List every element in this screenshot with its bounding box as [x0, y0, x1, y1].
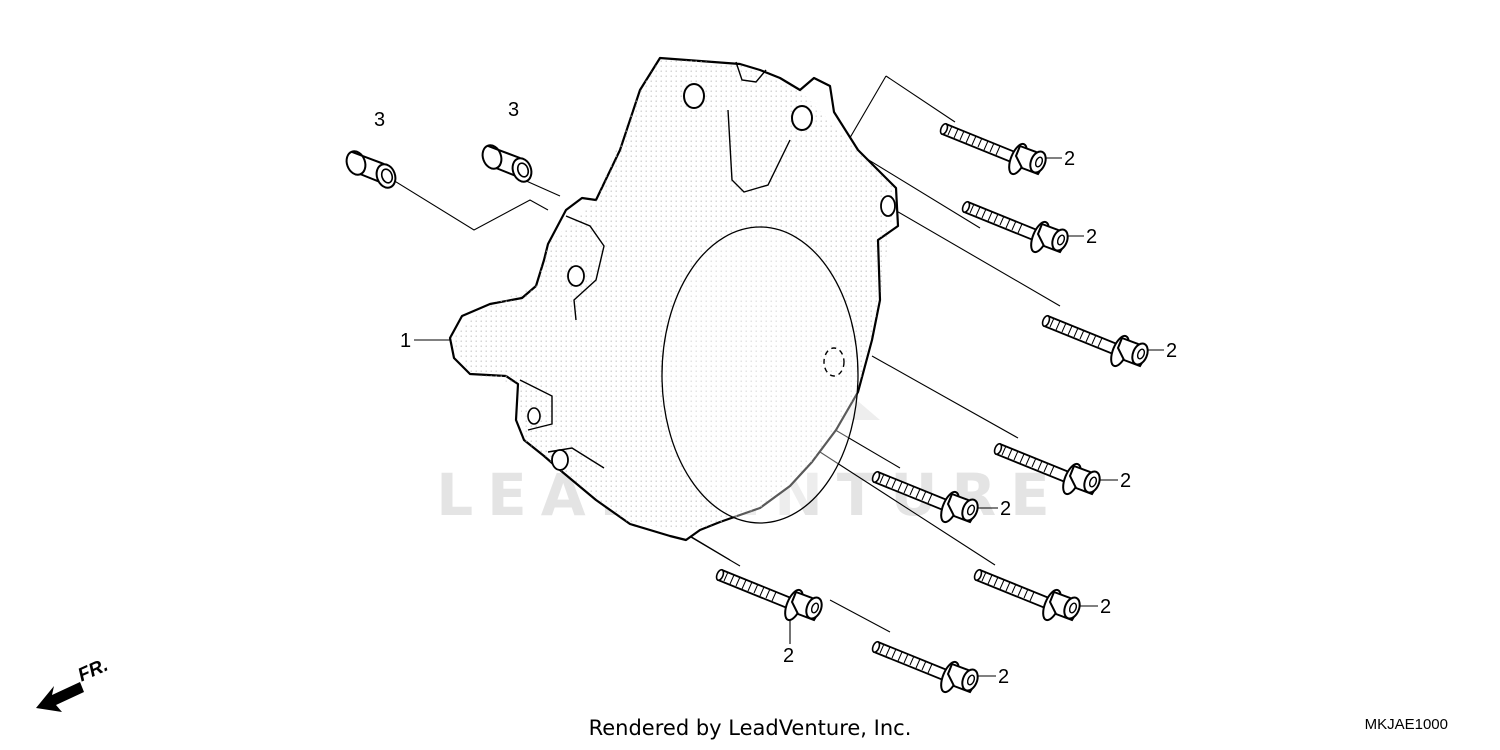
callout-bolt-7: 2 [783, 645, 794, 667]
flange-bolt-7[interactable] [714, 567, 826, 624]
callout-bolt-3: 2 [1166, 340, 1177, 362]
callout-dowel-right: 3 [508, 99, 519, 121]
flange-bolt-6[interactable] [972, 567, 1084, 624]
diagram-code: MKJAE1000 [1364, 716, 1448, 733]
callout-bolt-1: 2 [1064, 148, 1075, 170]
render-credit: Rendered by LeadVenture, Inc. [588, 716, 912, 740]
flange-bolt-8[interactable] [870, 639, 982, 696]
callout-bolt-8: 2 [998, 666, 1009, 688]
callout-bolt-6: 2 [1100, 596, 1111, 618]
dowel-pin-right[interactable] [478, 141, 536, 186]
callout-bolt-2: 2 [1086, 226, 1097, 248]
callouts: 1 3 3 2 2 2 2 2 2 2 2 [374, 99, 1177, 688]
flange-bolt-2[interactable] [960, 199, 1072, 256]
callout-cover: 1 [400, 330, 411, 352]
callout-dowel-left: 3 [374, 109, 385, 131]
generator-cover[interactable] [448, 56, 900, 542]
callout-bolt-4: 2 [1120, 470, 1131, 492]
flange-bolt-1[interactable] [938, 121, 1050, 178]
front-arrow-icon [36, 682, 84, 712]
dowel-pin-left[interactable] [342, 147, 400, 192]
callout-bolt-5: 2 [1000, 498, 1011, 520]
flange-bolt-3[interactable] [1040, 313, 1152, 370]
